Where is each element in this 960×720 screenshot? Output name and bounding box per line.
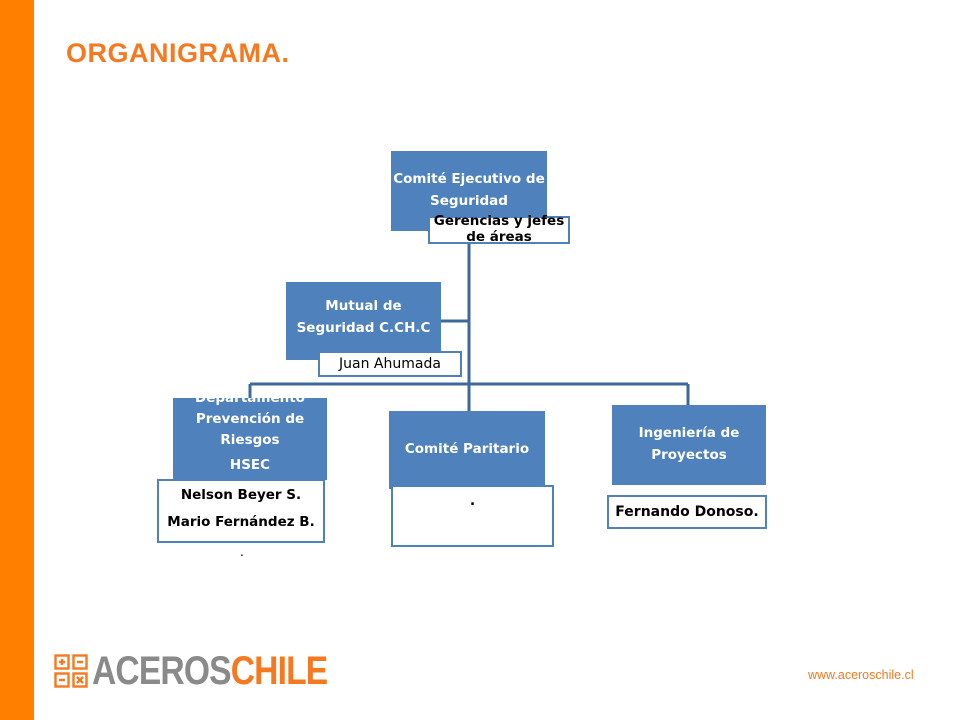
subtext-fernando-donoso: Fernando Donoso. [607,495,767,529]
subtext-gerencias: Gerencias y jefes de áreas [428,213,570,245]
node-mutual-seguridad: Mutual de Seguridad C.CH.C [286,282,441,360]
logo-wordmark: ACEROSCHILE [92,649,328,693]
slide-title: ORGANIGRAMA. [66,38,290,68]
left-accent-bar [0,0,34,720]
node-label-line: Mutual de [325,298,402,315]
node-comite-paritario: Comité Paritario [389,411,545,489]
subtext-line: Gerencias y jefes [433,213,565,229]
subtext-dot: . [240,545,244,559]
node-label-line: HSEC [229,456,271,473]
logo-text-aceros: ACEROS [92,649,232,693]
website-url: www.aceroschile.cl [808,668,914,682]
subtext-line: Nelson Beyer S. [180,487,302,503]
node-label-line: Proyectos [651,447,727,463]
node-label-line: Seguridad C.CH.C [296,320,431,336]
node-departamento-prevencion: Departamento Prevención de Riesgos HSEC [173,398,327,480]
node-label-line: Comité Ejecutivo de [393,171,545,188]
node-label-line: Riesgos [220,431,280,448]
node-label-line: Seguridad [430,193,508,209]
node-ingenieria-proyectos: Ingeniería de Proyectos [612,405,766,485]
node-label-line: Departamento [195,398,305,406]
subtext-juan-ahumada: Juan Ahumada [318,351,462,377]
node-label-line: Ingeniería de [638,425,740,442]
subtext-line: de áreas [466,228,532,245]
logo-text-chile: CHILE [230,649,328,693]
subtext-line: Mario Fernández B. [167,513,315,530]
grid-logo-icon [54,654,88,688]
subtext-comite-paritario: . [391,485,554,547]
node-label-line: Prevención de [195,410,305,427]
subtext-departamento-personas: Nelson Beyer S. Mario Fernández B. [157,479,325,543]
